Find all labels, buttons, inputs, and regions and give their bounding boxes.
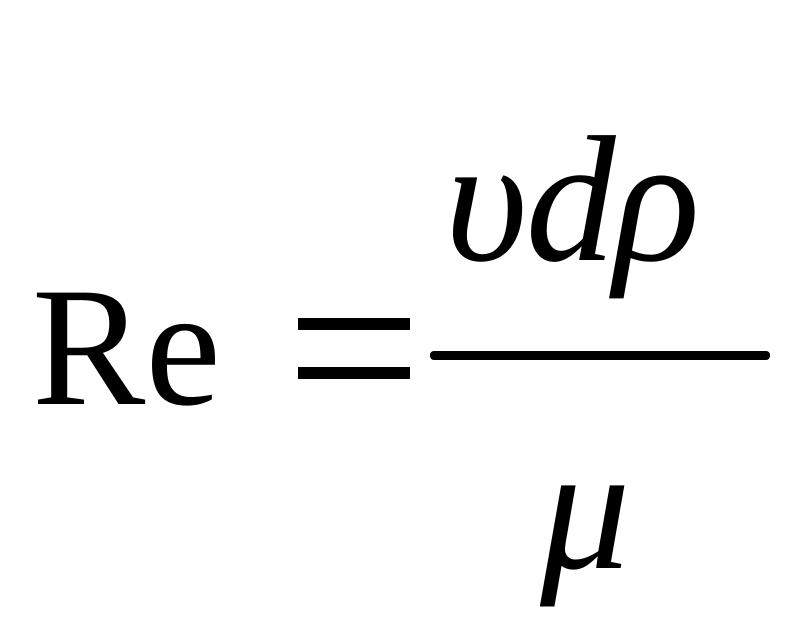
fraction-denominator: μ: [540, 408, 631, 607]
equation-lhs: Re: [32, 253, 221, 441]
fraction-numerator: υdρ: [445, 100, 700, 299]
equals-sign-bottom-bar: [298, 367, 410, 379]
fraction-bar: [430, 351, 770, 360]
equals-sign-top-bar: [298, 318, 410, 330]
